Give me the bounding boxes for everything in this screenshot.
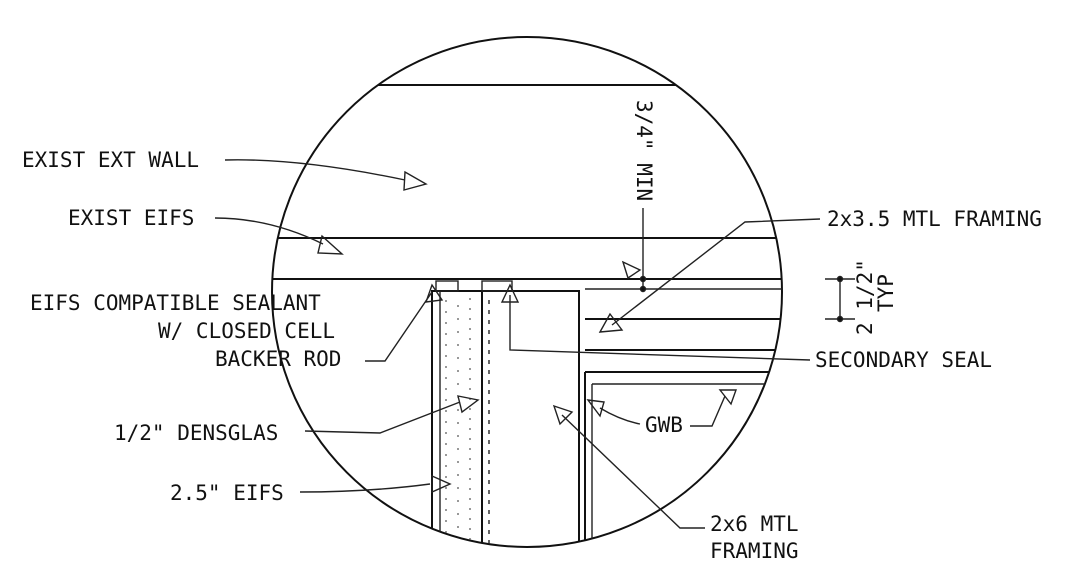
arrow-exist-eifs: [317, 234, 344, 255]
detail-circle: [271, 36, 783, 548]
label-exist-eifs: EXIST EIFS: [68, 206, 194, 230]
arrow-gwb-right: [718, 389, 737, 406]
sealant-block-left: [435, 280, 459, 292]
dim-3-4-dot-1: [639, 275, 647, 283]
arrow-secondary-seal: [500, 283, 520, 303]
label-densglas: 1/2" DENSGLAS: [114, 421, 278, 445]
label-dim-3-4: 3/4" MIN: [632, 100, 656, 201]
label-dim-typ: TYP: [874, 274, 898, 312]
label-eifs: 2.5" EIFS: [170, 481, 284, 505]
label-framing-bottom-1: 2x6 MTL: [710, 512, 799, 536]
label-sealant-line-1: EIFS COMPATIBLE SEALANT: [30, 291, 321, 315]
arrow-sealant: [424, 283, 444, 303]
arrow-exist-ext-wall: [403, 170, 428, 191]
stud-framing: [481, 290, 580, 547]
label-dim-2-1-2: 2 1/2": [853, 259, 877, 335]
leader-gwb-left: [599, 407, 641, 425]
arrow-eifs: [431, 474, 452, 494]
label-exist-ext-wall: EXIST EXT WALL: [22, 148, 199, 172]
label-mtl-framing-top: 2x3.5 MTL FRAMING: [827, 207, 1042, 231]
sealant-block-right: [481, 280, 513, 292]
label-secondary-seal: SECONDARY SEAL: [815, 348, 992, 372]
leader-gwb-right: [690, 395, 726, 427]
leader-sealant: [365, 291, 433, 362]
leader-exist-eifs: [214, 217, 324, 245]
leader-exist-ext-wall: [224, 159, 406, 181]
arrow-mtl-framing-top: [598, 312, 624, 333]
eifs-hatch: [445, 298, 471, 547]
leader-framing-bottom: [561, 414, 705, 529]
arrow-framing-bottom: [552, 404, 574, 426]
dim-3-4-dot-2: [639, 285, 647, 293]
arrow-dim-3-4: [621, 260, 642, 280]
leader-lines: [214, 159, 855, 529]
label-sealant-line-2: W/ CLOSED CELL: [158, 319, 335, 343]
label-sealant-line-3: BACKER ROD: [215, 347, 341, 371]
leader-eifs: [299, 483, 431, 493]
arrow-densglas: [457, 395, 480, 414]
label-gwb: GWB: [645, 413, 683, 437]
leader-secondary-seal: [509, 295, 811, 361]
leader-mtl-framing-top: [611, 218, 821, 326]
arrow-gwb-left: [586, 399, 605, 418]
leader-densglas: [304, 401, 461, 434]
label-framing-bottom-2: FRAMING: [710, 539, 799, 563]
